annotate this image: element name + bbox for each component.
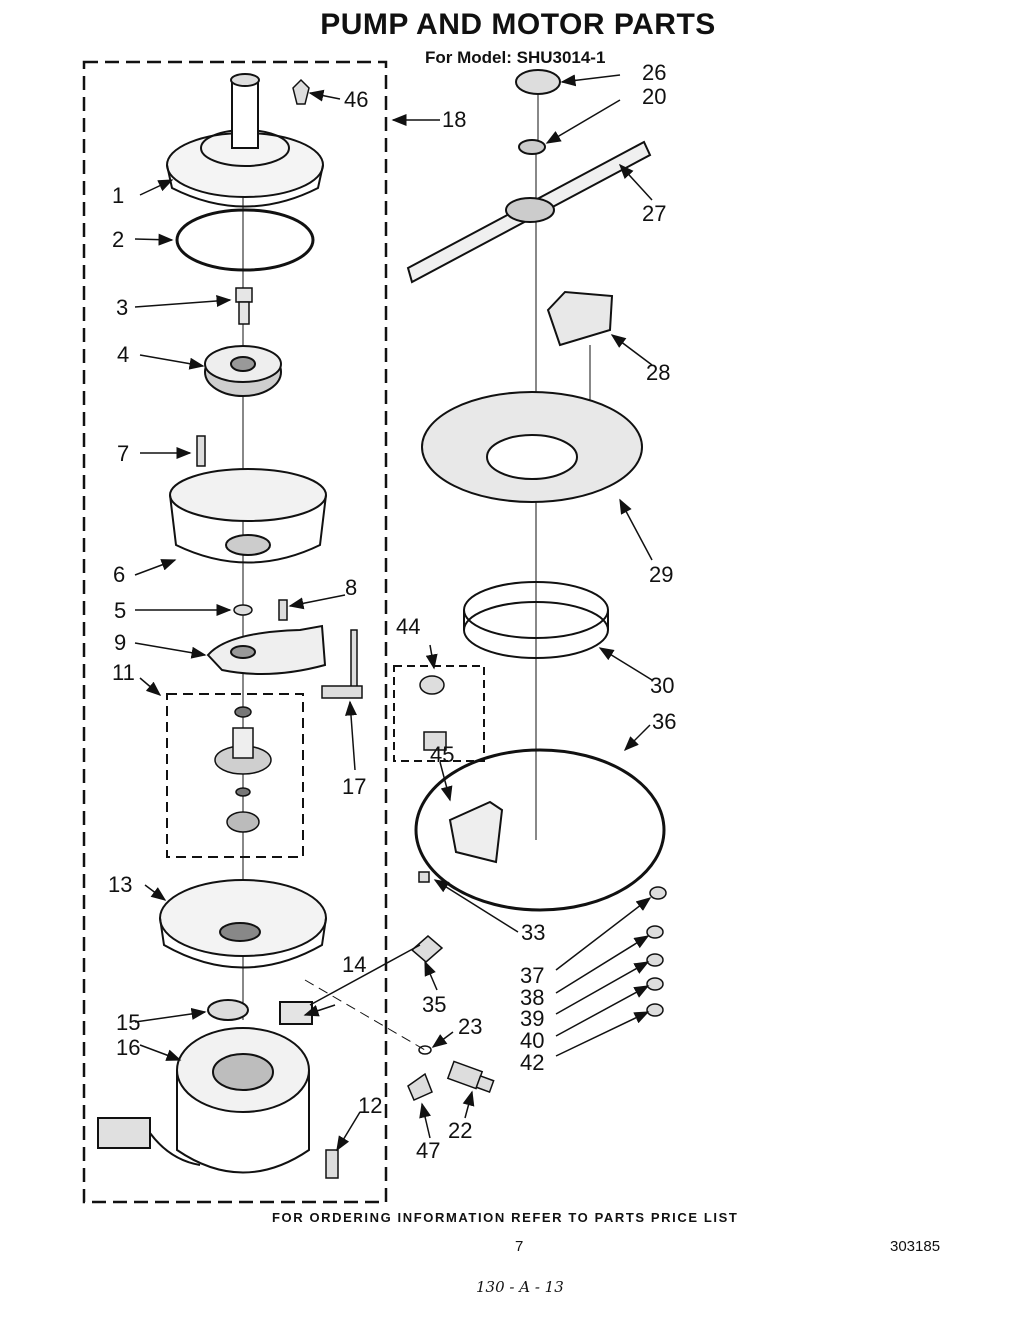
callout-28: 28: [646, 360, 670, 385]
callout-33: 33: [521, 920, 545, 945]
callout-42: 42: [520, 1050, 544, 1075]
callout-26: 26: [642, 60, 666, 85]
part-impeller-kit: [214, 706, 272, 833]
part-shaft-seal: [235, 287, 253, 325]
callout-35: 35: [422, 992, 446, 1017]
callout-12: 12: [358, 1093, 382, 1118]
callout-17: 17: [342, 774, 366, 799]
part-filter-ring: [463, 581, 609, 659]
callout-38: 38: [520, 985, 544, 1010]
part-small-oring: [418, 1045, 432, 1055]
part-o-ring: [175, 208, 315, 272]
callout-9: 9: [114, 630, 126, 655]
callout-45: 45: [430, 742, 454, 767]
part-pump-base: [169, 468, 327, 564]
callout-22: 22: [448, 1118, 472, 1143]
part-filter-screen: [421, 391, 643, 503]
part-motor-housing: [159, 879, 327, 969]
callout-20: 20: [642, 84, 666, 109]
part-bracket-14: [279, 1001, 313, 1025]
part-pump-housing: [166, 73, 324, 208]
part-overload: [419, 675, 447, 751]
part-deflector: [546, 290, 614, 347]
callout-6: 6: [113, 562, 125, 587]
callout-13: 13: [108, 872, 132, 897]
part-heating-element: [414, 748, 666, 912]
part-clip-47: [407, 1072, 433, 1101]
ordering-footer: FOR ORDERING INFORMATION REFER TO PARTS …: [272, 1210, 739, 1225]
part-bolt-12: [325, 1149, 339, 1179]
part-heater-bracket: [448, 800, 504, 864]
callout-14: 14: [342, 952, 366, 977]
callout-37: 37: [520, 963, 544, 988]
callout-40: 40: [520, 1028, 544, 1053]
callout-39: 39: [520, 1006, 544, 1031]
part-washer-15: [207, 999, 249, 1021]
callout-numbers: 46 18 1 2 3 4 7 6 5 8 9 11 17 13 14 15 1…: [108, 60, 676, 1163]
part-terminal-hardware: [646, 886, 667, 1017]
callout-30: 30: [650, 673, 674, 698]
part-impeller-disc: [204, 345, 282, 397]
callout-1: 1: [112, 183, 124, 208]
part-screw-7: [196, 435, 206, 467]
impeller-kit-boundary: [166, 693, 304, 858]
callout-2: 2: [112, 227, 124, 252]
part-clip-35: [410, 935, 444, 963]
callout-7: 7: [117, 441, 129, 466]
part-motor: [97, 1027, 310, 1174]
callout-23: 23: [458, 1014, 482, 1039]
part-thermostat: [446, 1060, 495, 1093]
page-title: PUMP AND MOTOR PARTS: [320, 8, 716, 41]
handwritten-note: 130 - A - 13: [476, 1278, 564, 1296]
callout-15: 15: [116, 1010, 140, 1035]
part-mounting-plate: [206, 624, 327, 675]
part-screw-8: [278, 599, 288, 621]
callout-3: 3: [116, 295, 128, 320]
callout-27: 27: [642, 201, 666, 226]
callout-4: 4: [117, 342, 129, 367]
callout-44: 44: [396, 614, 420, 639]
pump-assembly-boundary: [82, 60, 388, 1204]
callout-36: 36: [652, 709, 676, 734]
part-washer-5: [233, 604, 253, 616]
part-float-switch: [321, 629, 363, 699]
callout-leaders: [134, 74, 653, 1152]
model-subtitle: For Model: SHU3014-1: [425, 48, 606, 67]
page-number: 7: [515, 1238, 524, 1255]
callout-8: 8: [345, 575, 357, 600]
document-number: 303185: [890, 1238, 941, 1255]
callout-29: 29: [649, 562, 673, 587]
callout-18: 18: [442, 107, 466, 132]
part-washer-20: [518, 139, 546, 155]
callout-5: 5: [114, 598, 126, 623]
callout-11: 11: [112, 660, 135, 685]
part-clip-33: [418, 871, 430, 883]
callout-16: 16: [116, 1035, 140, 1060]
part-spray-arm-cap: [515, 69, 561, 95]
callout-47: 47: [416, 1138, 440, 1163]
callout-46: 46: [344, 87, 368, 112]
part-spray-arm: [406, 140, 652, 284]
overload-kit-boundary: [393, 665, 485, 762]
part-46-clip: [292, 78, 310, 105]
